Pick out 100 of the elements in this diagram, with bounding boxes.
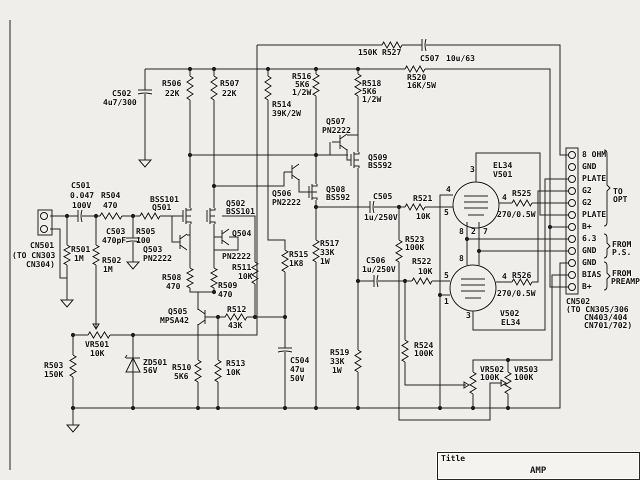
schematic-label: 33K (330, 358, 344, 366)
schematic-label: EL34 (501, 319, 520, 327)
schematic-label: 100K (414, 350, 434, 358)
schematic-label: TO (613, 188, 623, 196)
schematic-label: 3 (470, 166, 475, 174)
schematic-label: R525 (512, 190, 532, 198)
schematic-label: R513 (226, 360, 246, 368)
schematic-label: Q509 (368, 154, 388, 162)
schematic-label: VR501 (85, 341, 110, 349)
schematic-label: 1u/250V (362, 266, 396, 274)
schematic-label: R511 (232, 264, 252, 272)
schematic-label: R518 (362, 80, 382, 88)
schematic-label: 150K (44, 371, 64, 379)
schematic-label: C502 (112, 90, 132, 98)
schematic-label: Q504 (232, 230, 252, 238)
schematic-label: R504 (101, 192, 120, 200)
schematic-label: 100 (136, 237, 150, 245)
schematic-label: 10K (418, 268, 432, 276)
schematic-label: 1/2W (362, 96, 382, 104)
schematic-label: (TO CN305/306 (566, 306, 629, 314)
schematic-label: Q503 (143, 246, 162, 254)
schematic-label: PN2222 (322, 127, 351, 135)
schematic-label: 22K (222, 90, 236, 98)
schematic-label: 8 (459, 255, 464, 263)
schematic-label: R509 (218, 282, 238, 290)
schematic-label: C507 (420, 55, 440, 63)
schematic-label: OPT (613, 196, 628, 204)
schematic-label: R516 (292, 73, 312, 81)
schematic-label: R510 (172, 364, 192, 372)
schematic-label: 1W (320, 258, 330, 266)
schematic-label: R502 (102, 257, 122, 265)
schematic-label: C506 (366, 257, 386, 265)
schematic-label: GND (582, 163, 596, 171)
schematic-label: R514 (272, 101, 292, 109)
schematic-label: R508 (162, 274, 182, 282)
schematic-label: Q505 (168, 308, 188, 316)
schematic-label: PREAMP (611, 278, 640, 286)
schematic-label: (TO CN303 (12, 252, 56, 260)
schematic-label: GND (582, 247, 596, 255)
schematic-label: 470 (218, 291, 232, 299)
schematic-label: 6.3 (582, 235, 596, 243)
schematic-label: VR503 (514, 366, 538, 374)
schematic-label: ZD501 (143, 359, 168, 367)
schematic-label: R521 (413, 195, 432, 203)
schematic-label: 2 (471, 228, 476, 236)
schematic-label: Q508 (326, 186, 346, 194)
schematic-label: Q501 (152, 204, 172, 212)
schematic-label: 100K (405, 244, 424, 252)
schematic-label: 5 (444, 272, 449, 280)
schematic-label: R515 (289, 251, 308, 259)
schematic-label: FROM (612, 241, 632, 249)
schematic-label: BSS101 (226, 208, 255, 216)
schematic-label: 22K (165, 90, 180, 98)
schematic-label: 150K (358, 49, 378, 57)
schematic-label: R523 (405, 236, 424, 244)
schematic-label: EL34 (493, 162, 512, 170)
schematic-label: 100K (480, 374, 500, 382)
schematic-label: 470pF (102, 237, 126, 245)
schematic-label: VR502 (480, 366, 504, 374)
schematic-label: 1 (444, 298, 449, 306)
schematic-label: 3 (466, 312, 471, 320)
schematic-label: PN2222 (143, 255, 172, 263)
schematic-label: R522 (412, 258, 432, 266)
title-block-value: AMP (530, 467, 546, 476)
schematic-label: C501 (71, 182, 90, 190)
schematic-label: P.S. (612, 249, 632, 257)
schematic-label: 33K (320, 249, 334, 257)
schematic-label: C505 (373, 193, 392, 201)
schematic-label: 4 (446, 186, 451, 194)
schematic-label: R517 (320, 240, 340, 248)
schematic-label: CN501 (30, 242, 54, 250)
schematic-label: 1u/250V (364, 214, 398, 222)
schematic-label: 270/0.5W (497, 211, 536, 219)
schematic-label: 4 (502, 194, 507, 202)
schematic-label: Q502 (226, 200, 246, 208)
schematic-label: CN403/404 (584, 314, 628, 322)
schematic-label: R526 (512, 272, 532, 280)
schematic-label: CN304) (26, 261, 55, 269)
schematic-label: BSS101 (150, 196, 179, 204)
schematic-label: PN2222 (222, 253, 251, 261)
schematic-label: B+ (582, 223, 592, 231)
schematic-label: 16K/5W (407, 82, 436, 90)
schematic-label: 39K/2W (272, 110, 301, 118)
schematic-label: Q506 (272, 190, 292, 198)
schematic-label: R506 (162, 80, 182, 88)
schematic-label: 10K (226, 369, 240, 377)
schematic-label: 1M (103, 266, 113, 274)
schematic-label: R527 (382, 49, 402, 57)
schematic-label: 10K (416, 213, 430, 221)
schematic-label: 470 (103, 202, 118, 210)
schematic-label: 100V (72, 202, 92, 210)
schematic-label: R512 (227, 306, 246, 314)
schematic-label: 56V (143, 367, 158, 375)
schematic-label: 4 (502, 273, 507, 281)
schematic-label: GND (582, 259, 596, 267)
schematic-label: R520 (407, 74, 426, 82)
schematic-label: CN701/702) (584, 322, 632, 330)
schematic-label: 5K6 (174, 373, 188, 381)
schematic-label: 8 (459, 228, 464, 236)
schematic-label: R503 (44, 362, 64, 370)
